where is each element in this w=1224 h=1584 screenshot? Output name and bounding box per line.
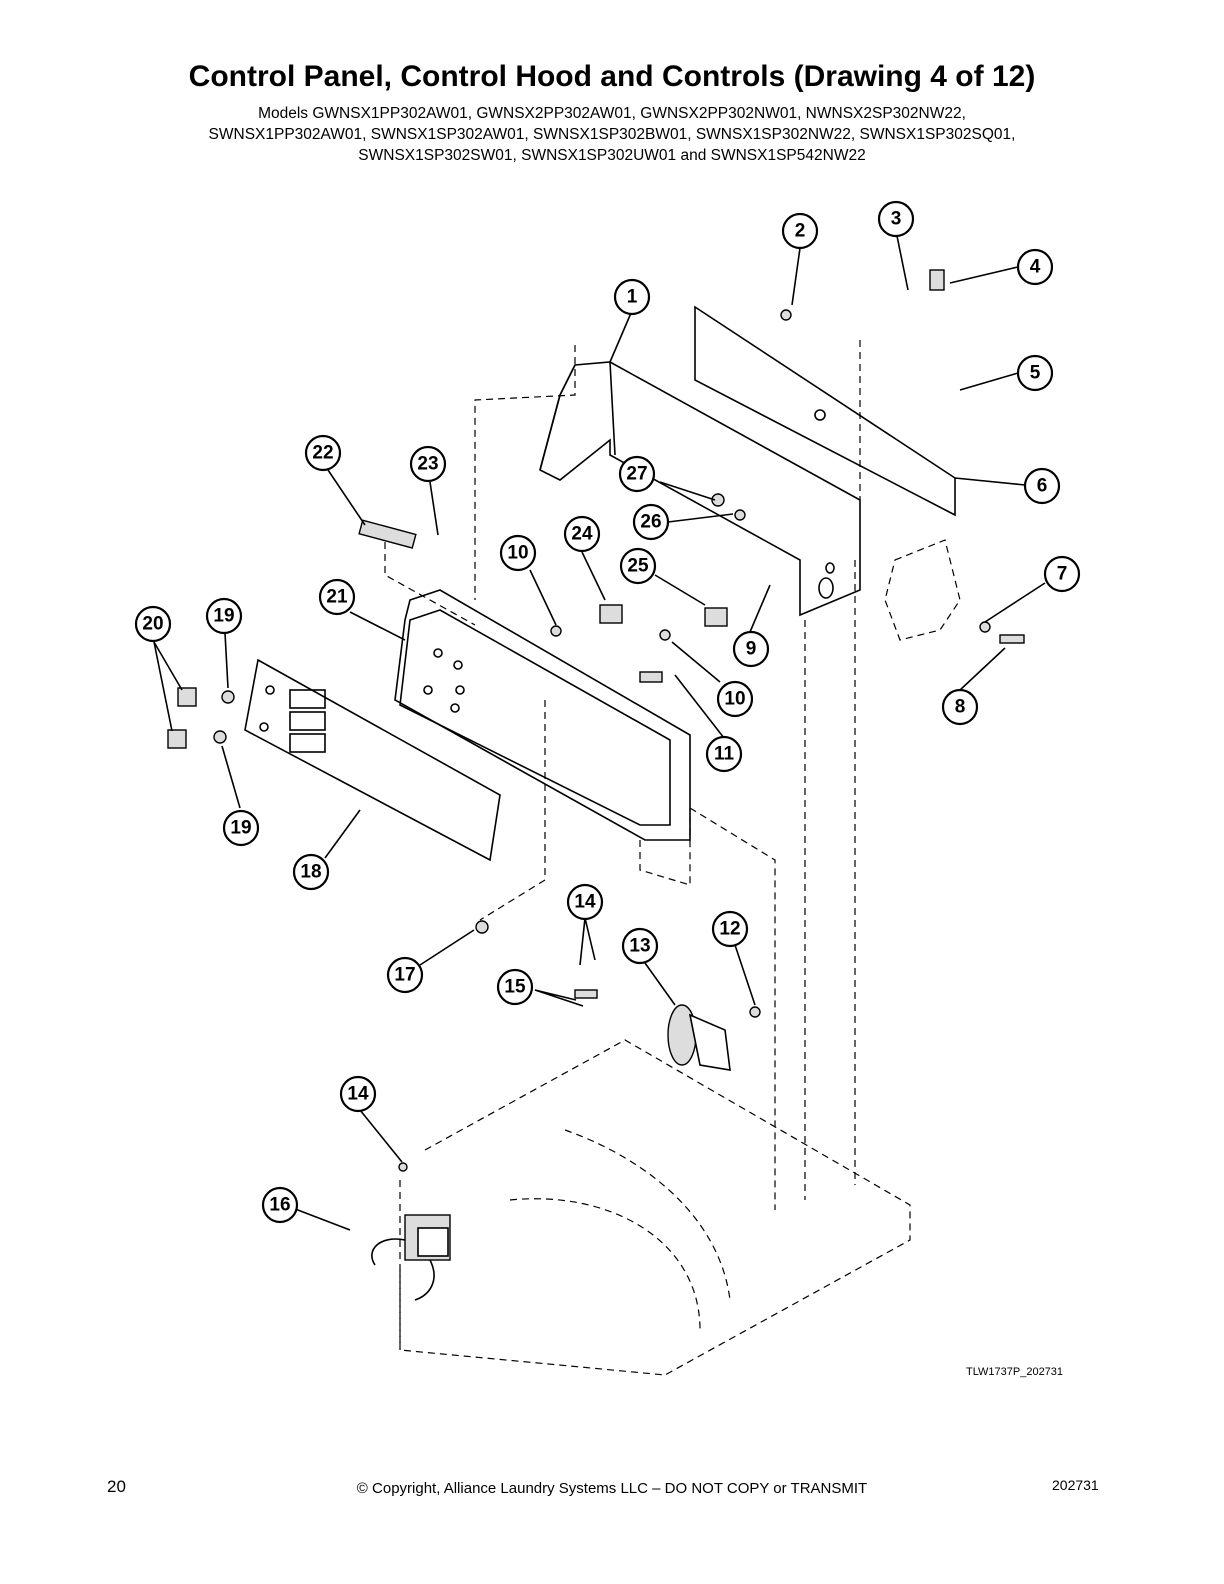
cabinet-top-outline <box>384 340 911 1376</box>
svg-text:18: 18 <box>300 862 321 883</box>
svg-text:14: 14 <box>347 1084 369 1105</box>
callout-27: 27 <box>618 455 656 493</box>
callout-22: 22 <box>304 434 342 472</box>
svg-text:24: 24 <box>571 524 593 545</box>
console-panel <box>394 589 691 841</box>
svg-text:4: 4 <box>1030 257 1041 278</box>
copyright-notice: © Copyright, Alliance Laundry Systems LL… <box>356 1480 868 1497</box>
svg-text:1: 1 <box>627 287 638 308</box>
callout-7: 7 <box>1043 555 1081 593</box>
control-hood <box>539 361 861 617</box>
timer <box>667 1004 731 1071</box>
svg-text:25: 25 <box>627 556 649 577</box>
model-list: Models GWNSX1PP302AW01, GWNSX2PP302AW01,… <box>0 103 1224 166</box>
callout-15: 15 <box>496 968 534 1006</box>
small-parts <box>167 269 1025 1172</box>
svg-text:19: 19 <box>213 606 234 627</box>
callout-4: 4 <box>1016 248 1054 286</box>
svg-text:16: 16 <box>269 1195 290 1216</box>
page-number: 20 <box>107 1477 126 1496</box>
callout-19: 19 <box>222 809 260 847</box>
callout-9: 9 <box>732 630 770 668</box>
svg-text:13: 13 <box>629 936 650 957</box>
callout-14: 14 <box>339 1075 377 1113</box>
callout-24: 24 <box>563 515 601 553</box>
callout-6: 6 <box>1023 467 1061 505</box>
callout-21: 21 <box>318 578 356 616</box>
svg-text:2: 2 <box>795 221 806 242</box>
callout-17: 17 <box>386 956 424 994</box>
page-title: Control Panel, Control Hood and Controls… <box>188 60 1036 93</box>
callout-5: 5 <box>1016 354 1054 392</box>
callout-1: 1 <box>613 278 651 316</box>
svg-text:8: 8 <box>955 697 966 718</box>
svg-text:27: 27 <box>626 464 647 485</box>
document-number: 202731 <box>1052 1477 1099 1493</box>
callout-2: 2 <box>781 212 819 250</box>
svg-text:20: 20 <box>142 614 163 635</box>
svg-text:5: 5 <box>1030 363 1041 384</box>
leader-lines <box>153 235 1046 1231</box>
svg-text:26: 26 <box>640 512 661 533</box>
svg-text:15: 15 <box>504 977 526 998</box>
svg-text:12: 12 <box>719 919 740 940</box>
callout-11: 11 <box>705 735 743 773</box>
svg-text:10: 10 <box>724 689 745 710</box>
svg-text:7: 7 <box>1057 564 1068 585</box>
transformer <box>371 1214 451 1301</box>
callout-26: 26 <box>632 503 670 541</box>
svg-text:22: 22 <box>312 443 333 464</box>
callout-10: 10 <box>716 680 754 718</box>
callout-13: 13 <box>621 927 659 965</box>
svg-text:23: 23 <box>417 454 438 475</box>
callout-18: 18 <box>292 853 330 891</box>
callout-19: 19 <box>205 597 243 635</box>
callout-25: 25 <box>619 547 657 585</box>
callout-3: 3 <box>877 200 915 238</box>
svg-text:9: 9 <box>746 639 757 660</box>
drawing-code: TLW1737P_202731 <box>966 1366 1064 1378</box>
side-bracket <box>884 539 961 641</box>
callout-14: 14 <box>566 883 604 921</box>
svg-text:10: 10 <box>507 543 528 564</box>
svg-text:19: 19 <box>230 818 251 839</box>
svg-text:14: 14 <box>574 892 596 913</box>
rear-plate <box>694 305 956 517</box>
svg-text:3: 3 <box>891 209 902 230</box>
model-line: Models GWNSX1PP302AW01, GWNSX2PP302AW01,… <box>258 105 966 122</box>
callout-12: 12 <box>711 910 749 948</box>
svg-text:21: 21 <box>326 587 348 608</box>
model-line: SWNSX1SP302SW01, SWNSX1SP302UW01 and SWN… <box>358 147 866 164</box>
callout-8: 8 <box>941 688 979 726</box>
callout-20: 20 <box>134 605 172 643</box>
model-line: SWNSX1PP302AW01, SWNSX1SP302AW01, SWNSX1… <box>208 126 1016 143</box>
svg-text:11: 11 <box>714 744 735 765</box>
callout-10: 10 <box>499 534 537 572</box>
svg-text:17: 17 <box>394 965 415 986</box>
svg-text:6: 6 <box>1037 476 1048 497</box>
callout-16: 16 <box>261 1186 299 1224</box>
callout-23: 23 <box>409 445 447 483</box>
overlay-panel <box>244 658 501 862</box>
